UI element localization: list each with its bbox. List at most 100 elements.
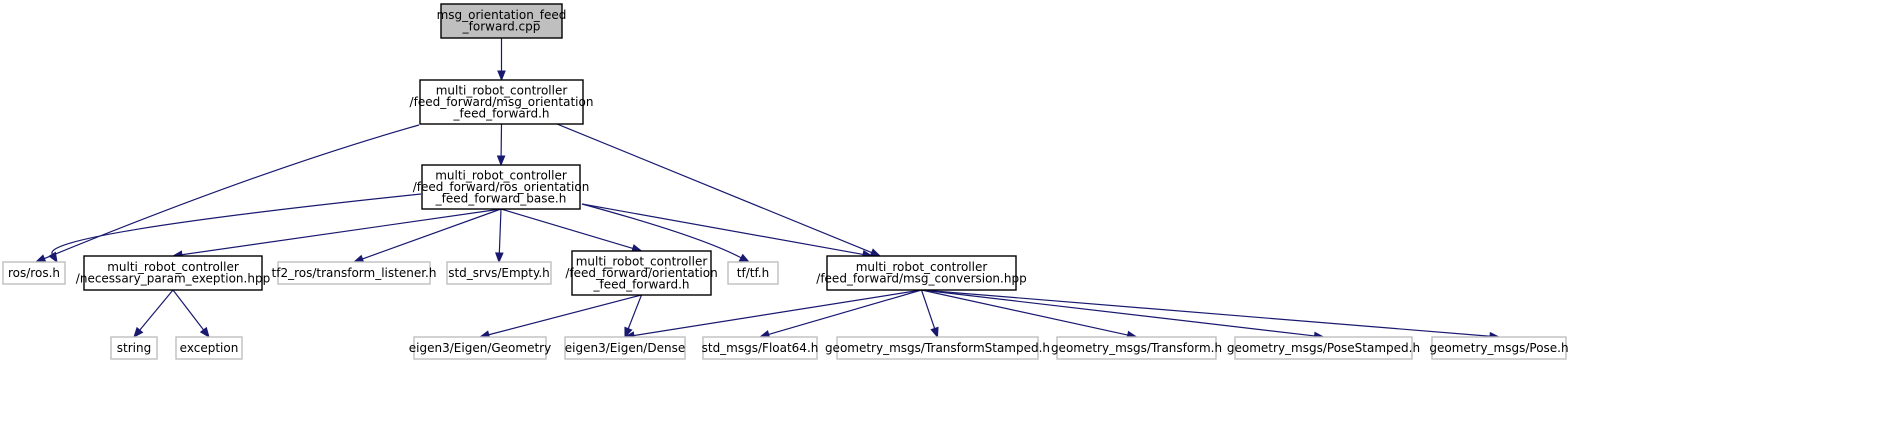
node-label-line: eigen3/Eigen/Geometry [409,341,551,355]
node-label-line: /necessary_param_exeption.hpp [76,272,270,286]
edge-line [51,193,422,255]
node-box [836,336,1039,360]
node-box [826,255,1017,291]
arrowhead [199,326,210,339]
edge-ros_base-to-empty [495,208,504,264]
node-box [175,336,243,360]
node-box [419,79,584,125]
edge-orient_ff-to-geometry [478,294,642,339]
edge-line [181,208,502,256]
nodes-layer: msg_orientation_feed_forward.cpp multi_ro… [2,3,1569,360]
arrowhead [738,253,751,263]
edge-ros_base-to-msg_conv [581,203,874,259]
node-label-line: /feed_forward/orientation [565,266,717,280]
node-dense: eigen3/Eigen/Dense [564,336,686,360]
edge-ros_base-to-orient_ff [500,208,643,253]
edge-ros_base-to-ros_h [48,193,422,264]
arrowhead [624,326,633,339]
node-box [440,3,563,39]
node-ros_base[interactable]: multi_robot_controller/feed_forward/ros_… [413,164,590,210]
arrowhead [34,254,47,263]
edge-line [139,289,174,331]
node-box [1234,336,1413,360]
node-box [413,336,547,360]
node-box [2,261,66,285]
node-tf_h: tf/tf.h [727,261,779,285]
node-label-line: multi_robot_controller [436,83,568,97]
node-geometry: eigen3/Eigen/Geometry [409,336,551,360]
edge-line [498,208,502,254]
node-label-line: eigen3/Eigen/Dense [565,341,685,355]
node-label-line: multi_robot_controller [576,254,708,268]
edge-line [921,289,1491,337]
node-orient_ff[interactable]: multi_robot_controller/feed_forward/orie… [565,250,718,296]
node-param_exc[interactable]: multi_robot_controller/necessary_param_e… [76,255,270,291]
node-label-line: geometry_msgs/Transform.h [1051,341,1222,355]
edge-ros_base-to-tf2 [352,208,502,263]
edge-ff_h-to-msg_conv [556,123,882,257]
edge-orient_ff-to-dense [624,294,643,339]
node-label-line: multi_robot_controller [856,260,988,274]
node-box [110,336,158,360]
node-tf2: tf2_ros/transform_listener.h [272,261,437,285]
edge-line [920,289,936,329]
node-label-line: std_srvs/Empty.h [448,266,550,280]
node-box [564,336,686,360]
edge-ff_h-to-ros_h [34,124,420,263]
node-root[interactable]: msg_orientation_feed_forward.cpp [437,3,567,39]
node-label-line: string [117,341,151,355]
edge-root-to-ff_h [497,38,506,82]
edge-msg_conv-to-tstamped [920,289,939,339]
edge-line [627,294,643,329]
node-label-line: /feed_forward/msg_conversion.hpp [816,272,1026,286]
node-pstamped: geometry_msgs/PoseStamped.h [1227,336,1420,360]
node-label-line: tf/tf.h [737,266,769,280]
node-label-line: tf2_ros/transform_listener.h [272,266,437,280]
node-ff_h[interactable]: multi_robot_controller/feed_forward/msg_… [410,79,594,125]
node-box [571,250,712,296]
edge-line [921,289,1128,336]
node-label-line: multi_robot_controller [107,260,239,274]
edge-msg_conv-to-pstamped [921,289,1325,341]
edge-line [172,289,205,331]
edge-line [500,208,634,249]
edge-line [581,203,742,259]
node-float64: std_msgs/Float64.h [702,336,818,360]
node-label-line: _feed_forward.h [592,277,689,291]
node-label-line: msg_orientation_feed [437,8,567,22]
node-box [421,164,581,210]
node-label-line: _forward.cpp [462,20,541,34]
node-box [1431,336,1567,360]
node-ros_h: ros/ros.h [2,261,66,285]
node-box [446,261,552,285]
node-label-line: /feed_forward/msg_orientation [410,95,594,109]
node-label-line: geometry_msgs/TransformStamped.h [825,341,1050,355]
edge-line [581,203,864,256]
node-box [277,261,431,285]
node-box [727,261,779,285]
edge-line [768,289,922,336]
arrowhead [869,248,882,257]
edge-line [488,294,642,336]
arrowhead [497,70,506,82]
node-label-line: exception [180,341,239,355]
node-tstamped: geometry_msgs/TransformStamped.h [825,336,1050,360]
node-box [702,336,818,360]
node-empty: std_srvs/Empty.h [446,261,552,285]
edge-line [556,123,872,254]
edge-line [362,208,502,260]
node-exception: exception [175,336,243,360]
edge-line [633,289,922,337]
arrowhead [495,252,504,264]
node-label-line: ros/ros.h [8,266,60,280]
edge-ff_h-to-ros_base [496,123,506,167]
edge-param_exc-to-exception [172,289,210,339]
edge-msg_conv-to-dense [623,289,922,340]
arrowhead [930,326,939,339]
arrowhead [496,155,506,167]
node-msg_conv[interactable]: multi_robot_controller/feed_forward/msg_… [816,255,1027,291]
node-label-line: geometry_msgs/Pose.h [1429,341,1568,355]
edge-msg_conv-to-transform [921,289,1138,340]
edges-layer [34,38,1501,341]
